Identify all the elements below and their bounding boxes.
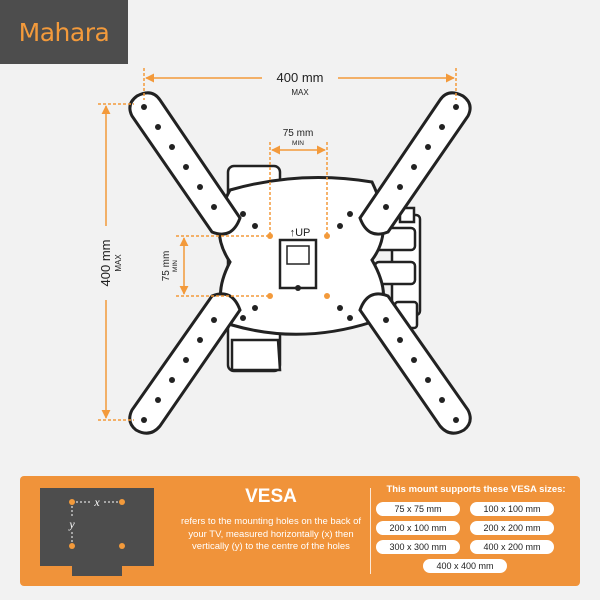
mahara-logo: Mahara (0, 0, 128, 64)
up-label: ↑UP (290, 227, 311, 239)
vesa-title: VESA (245, 486, 297, 507)
dimension-width-min (269, 142, 328, 236)
icon-y-label: y (68, 517, 75, 531)
tv-vesa-icon: x y (40, 488, 154, 576)
width-min-value: 75 mm (283, 128, 314, 139)
vesa-size-pill: 75 x 75 mm (376, 502, 460, 516)
height-min-qualifier: MIN (172, 260, 179, 272)
vesa-size-pill: 200 x 200 mm (470, 521, 554, 535)
icon-x-label: x (93, 495, 100, 509)
height-max-qualifier: MAX (114, 254, 123, 272)
panel-divider (370, 488, 371, 574)
vesa-size-pill: 400 x 200 mm (470, 540, 554, 554)
arm-top-left (128, 91, 242, 236)
dimension-width-max (143, 68, 457, 100)
arm-bottom-left (128, 292, 242, 435)
width-min-qualifier: MIN (292, 140, 304, 147)
logo-text: Mahara (18, 17, 110, 47)
arm-slots (141, 104, 459, 423)
vesa-info-panel: x y VESA refers to the mounting holes on… (20, 476, 580, 586)
vesa-size-pill: 400 x 400 mm (423, 559, 507, 573)
supported-sizes-heading: This mount supports these VESA sizes: (386, 484, 566, 495)
vesa-size-pill: 100 x 100 mm (470, 502, 554, 516)
height-max-value: 400 mm (98, 240, 113, 287)
height-min-value: 75 mm (161, 251, 172, 282)
vesa-description: refers to the mounting holes on the back… (180, 516, 362, 552)
mount-diagram: ↑UP 400 mm MAX 400 mm MAX (98, 68, 472, 435)
dimension-height-max (98, 103, 134, 421)
width-max-qualifier: MAX (291, 88, 309, 97)
dimension-height-min (176, 235, 270, 297)
width-max-value: 400 mm (277, 70, 324, 85)
vesa-size-pill: 300 x 300 mm (376, 540, 460, 554)
vesa-size-pill: 200 x 100 mm (376, 521, 460, 535)
